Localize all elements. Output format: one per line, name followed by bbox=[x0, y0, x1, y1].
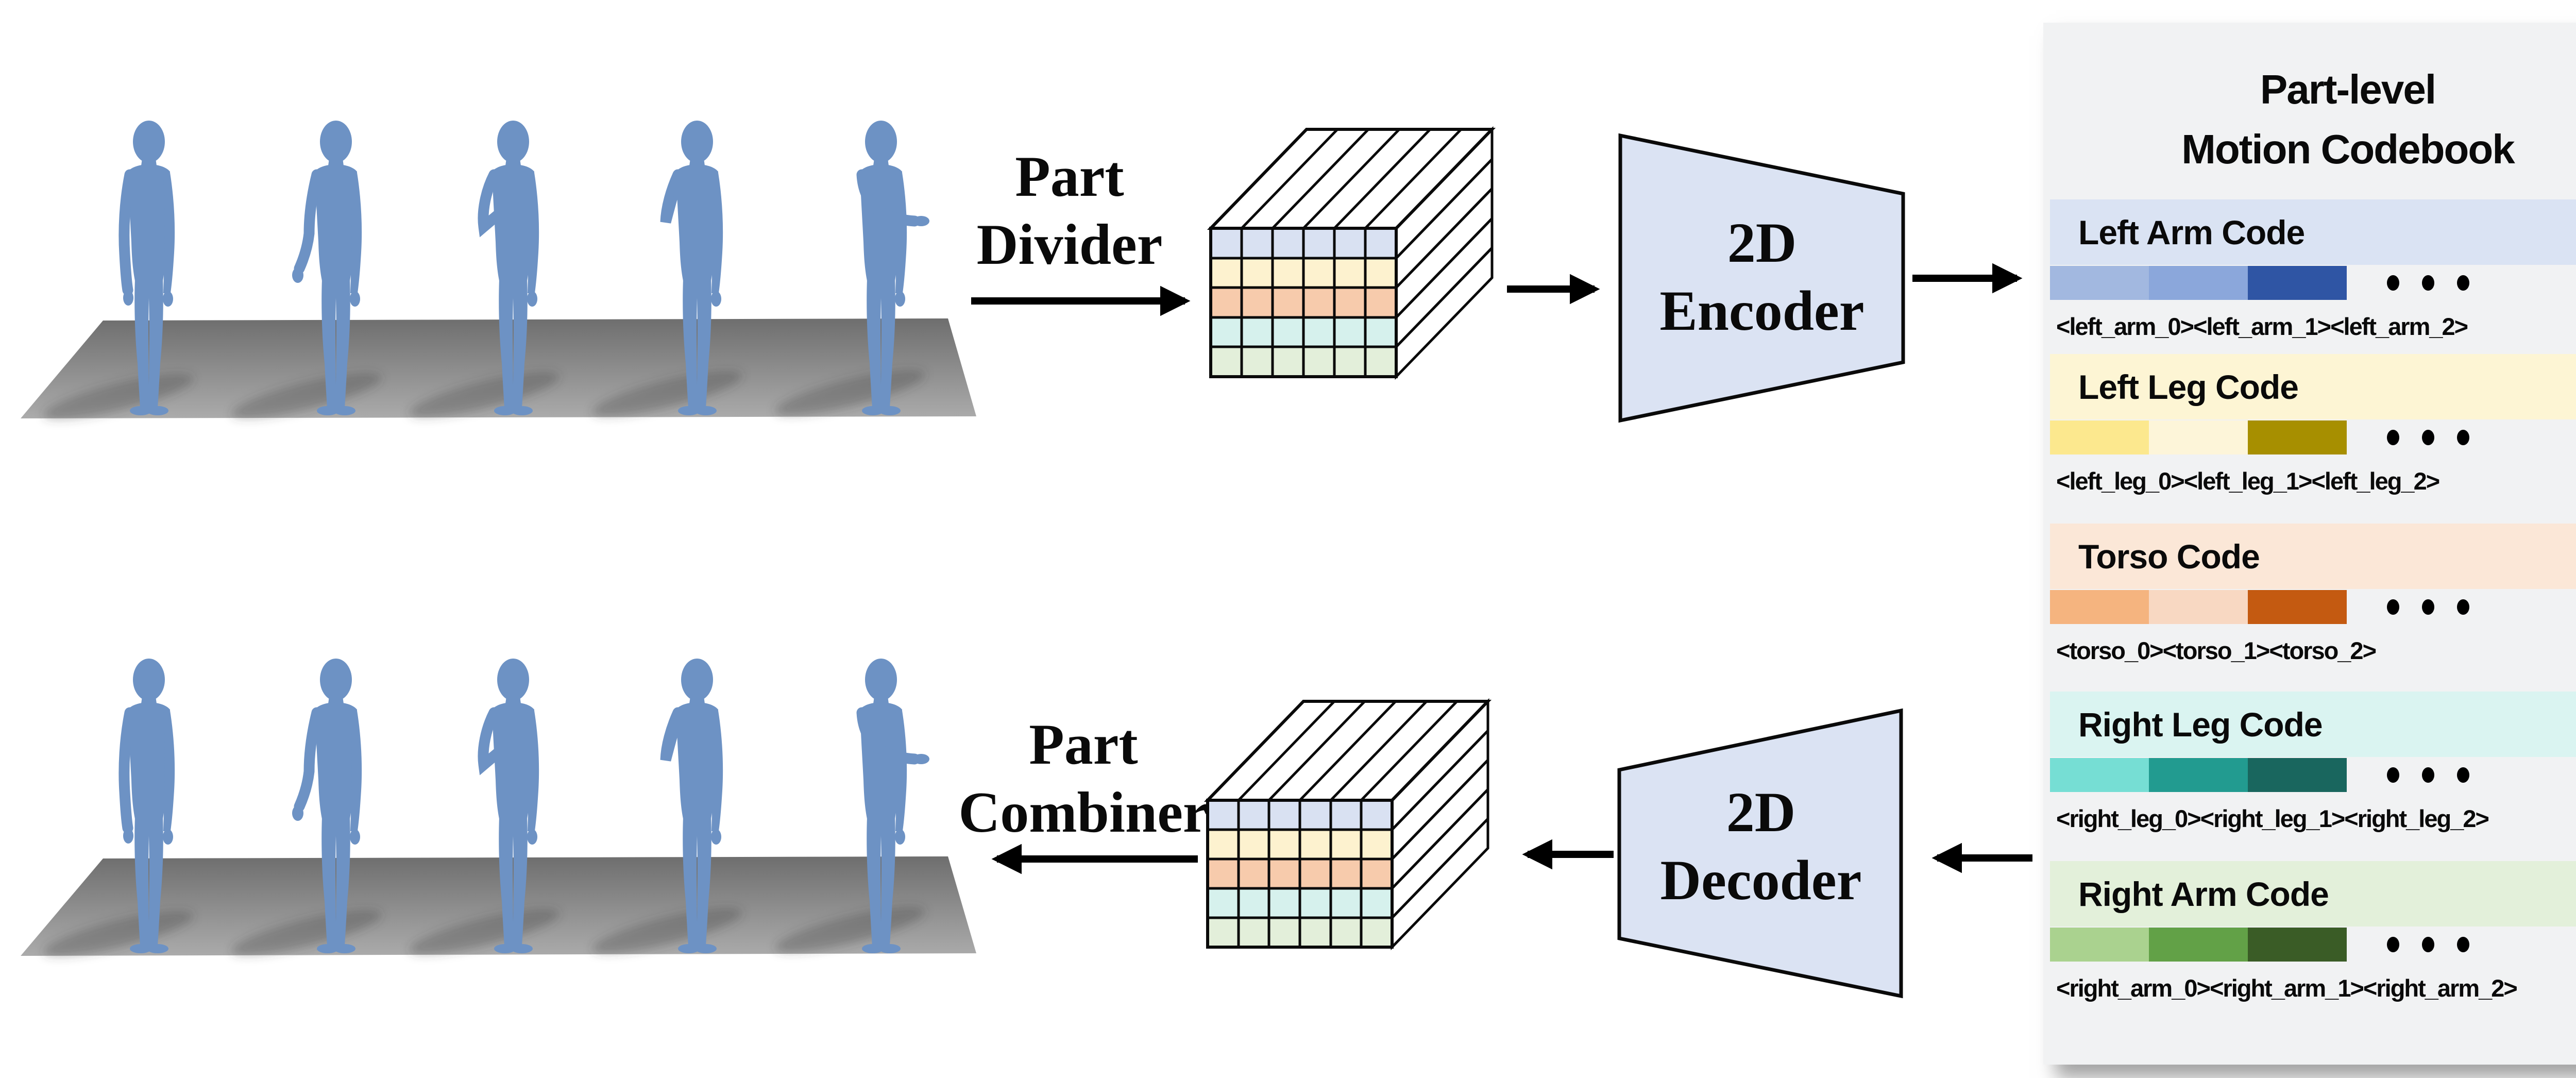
code-swatch bbox=[2149, 420, 2248, 454]
code-swatch bbox=[2050, 266, 2149, 300]
code-swatch bbox=[2050, 758, 2149, 792]
section-label: Right Leg Code bbox=[2078, 705, 2323, 744]
code-swatch bbox=[2149, 266, 2248, 300]
code-swatch bbox=[2248, 928, 2347, 962]
part-combiner-label-line1: Part bbox=[1029, 713, 1138, 777]
section-label: Torso Code bbox=[2078, 537, 2260, 576]
part-feature-cube-top bbox=[1207, 126, 1496, 380]
ground-plane bbox=[21, 856, 976, 956]
code-swatch bbox=[2149, 590, 2248, 624]
code-swatches bbox=[2050, 266, 2576, 300]
section-label: Left Leg Code bbox=[2078, 367, 2299, 406]
code-swatch bbox=[2248, 420, 2347, 454]
part-combiner-label-line2: Combiner bbox=[958, 781, 1208, 845]
code-swatch bbox=[2248, 266, 2347, 300]
section-tokens: <torso_0><torso_1><torso_2> bbox=[2056, 637, 2377, 664]
section-label: Left Arm Code bbox=[2078, 213, 2305, 251]
encoder-label-line2: Encoder bbox=[1659, 279, 1864, 342]
section-label: Right Arm Code bbox=[2078, 874, 2329, 913]
code-swatch bbox=[2050, 928, 2149, 962]
ellipsis-icon bbox=[2387, 430, 2469, 445]
code-swatch bbox=[2050, 420, 2149, 454]
encoder-block: 2D Encoder bbox=[1618, 133, 1905, 423]
reconstructed-motion-sequence bbox=[21, 659, 976, 957]
codebook-title-line2: Motion Codebook bbox=[2181, 126, 2515, 172]
code-swatch bbox=[2149, 758, 2248, 792]
ellipsis-icon bbox=[2387, 275, 2469, 291]
section-tokens: <left_leg_0><left_leg_1><left_leg_2> bbox=[2056, 467, 2440, 495]
ground-plane bbox=[21, 318, 976, 418]
flow-arrows bbox=[971, 263, 2032, 874]
ellipsis-icon bbox=[2387, 767, 2469, 783]
section-header: Left Leg Code bbox=[2050, 354, 2576, 419]
codebook-section-right-leg: Right Leg Code <right_leg_0><right_leg_1… bbox=[2050, 692, 2576, 833]
code-swatches bbox=[2050, 928, 2576, 962]
code-swatch bbox=[2248, 758, 2347, 792]
codebook-section-torso: Torso Code <torso_0><torso_1><torso_2> bbox=[2050, 524, 2576, 665]
code-swatches bbox=[2050, 590, 2576, 624]
ellipsis-icon bbox=[2387, 599, 2469, 615]
codebook-section-left-leg: Left Leg Code <left_leg_0><left_leg_1><l… bbox=[2050, 354, 2576, 495]
section-header: Torso Code bbox=[2050, 524, 2576, 589]
input-motion-sequence bbox=[21, 121, 976, 420]
motion-codebook-panel: Part-level Motion Codebook Left Arm Code… bbox=[2043, 23, 2576, 1065]
section-tokens: <right_arm_0><right_arm_1><right_arm_2> bbox=[2056, 974, 2518, 1002]
decoder-label-line2: Decoder bbox=[1660, 849, 1862, 912]
section-tokens: <left_arm_0><left_arm_1><left_arm_2> bbox=[2056, 313, 2468, 340]
part-divider-label-line1: Part bbox=[1015, 145, 1124, 209]
ellipsis-icon bbox=[2387, 937, 2469, 952]
section-header: Right Arm Code bbox=[2050, 861, 2576, 927]
decoder-block: 2D Decoder bbox=[1617, 708, 1903, 999]
code-swatch bbox=[2149, 928, 2248, 962]
code-swatch bbox=[2248, 590, 2347, 624]
codebook-section-right-arm: Right Arm Code <right_arm_0><right_arm_1… bbox=[2050, 861, 2576, 1002]
part-divider-label-line2: Divider bbox=[977, 213, 1163, 277]
section-tokens: <right_leg_0><right_leg_1><right_leg_2> bbox=[2056, 805, 2489, 832]
codebook-section-left-arm: Left Arm Code <left_arm_0><left_arm_1><l… bbox=[2050, 199, 2576, 341]
section-header: Right Leg Code bbox=[2050, 692, 2576, 757]
decoder-label-line1: 2D bbox=[1726, 781, 1795, 844]
codebook-title: Part-level Motion Codebook bbox=[2043, 60, 2576, 179]
encoder-label-line1: 2D bbox=[1727, 211, 1797, 274]
code-swatch bbox=[2050, 590, 2149, 624]
section-header: Left Arm Code bbox=[2050, 199, 2576, 265]
code-swatches bbox=[2050, 420, 2576, 454]
code-swatches bbox=[2050, 758, 2576, 792]
codebook-title-line1: Part-level bbox=[2260, 66, 2436, 112]
part-feature-cube-bottom bbox=[1204, 698, 1492, 951]
